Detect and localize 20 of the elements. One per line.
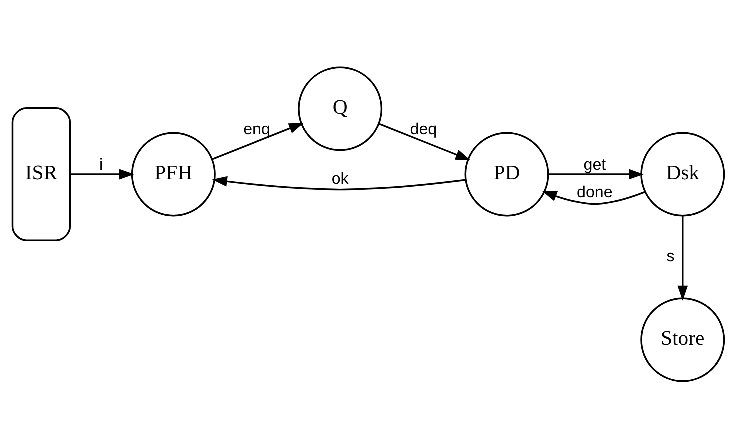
arrow (678, 215, 688, 300)
arrow (542, 190, 646, 205)
edge-label: get (584, 156, 606, 174)
edge-label: enq (244, 120, 270, 138)
edge-label: i (99, 156, 104, 174)
node-circle: PD (464, 132, 550, 216)
edge-label: ok (332, 169, 349, 188)
node-box: ISR (12, 107, 72, 241)
edge-label: s (666, 247, 675, 266)
edge-label: done (577, 183, 613, 202)
edge-label: deq (410, 120, 438, 138)
arrow (548, 168, 644, 180)
node-circle: PFH (131, 132, 216, 216)
arrow (70, 168, 134, 180)
arrow (378, 122, 471, 160)
arrow (212, 176, 466, 190)
arrow (212, 122, 304, 160)
node-circle: Dsk (640, 132, 726, 216)
node-circle: Store (640, 297, 726, 382)
node-circle: Q (298, 66, 383, 151)
